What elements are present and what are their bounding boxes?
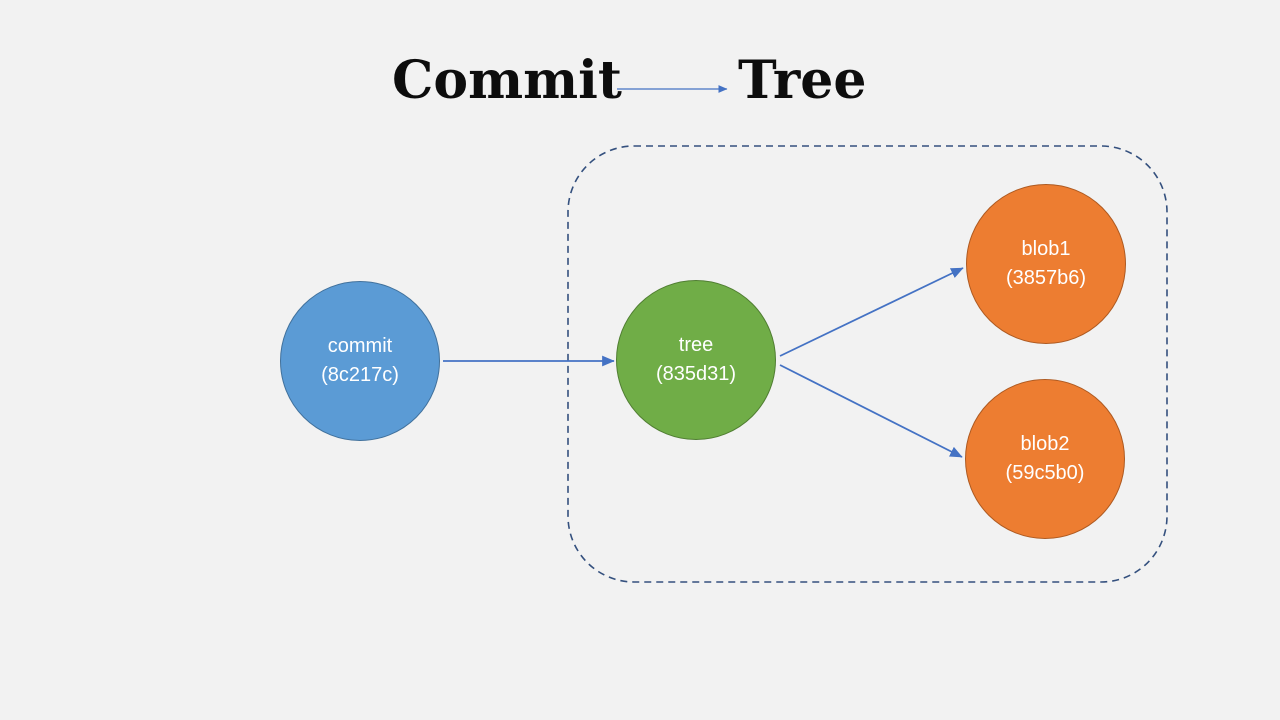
node-blob2: blob2 (59c5b0)	[965, 379, 1125, 539]
node-blob2-label: blob2	[1020, 433, 1070, 455]
node-tree: tree (835d31)	[616, 280, 776, 440]
node-blob1-hash: (3857b6)	[1005, 267, 1087, 289]
node-blob2-hash: (59c5b0)	[1005, 462, 1085, 484]
title-word-commit: Commit	[392, 50, 622, 111]
node-tree-hash: (835d31)	[655, 363, 737, 385]
arrow-tree-to-blob2	[779, 364, 963, 458]
node-commit: commit (8c217c)	[280, 281, 440, 441]
node-tree-label: tree	[678, 334, 714, 356]
node-blob1: blob1 (3857b6)	[966, 184, 1126, 344]
node-commit-hash: (8c217c)	[321, 364, 399, 386]
node-commit-label: commit	[327, 335, 393, 357]
arrow-tree-to-blob1	[779, 267, 964, 357]
title-word-tree: Tree	[738, 50, 867, 111]
node-blob1-label: blob1	[1021, 238, 1071, 260]
